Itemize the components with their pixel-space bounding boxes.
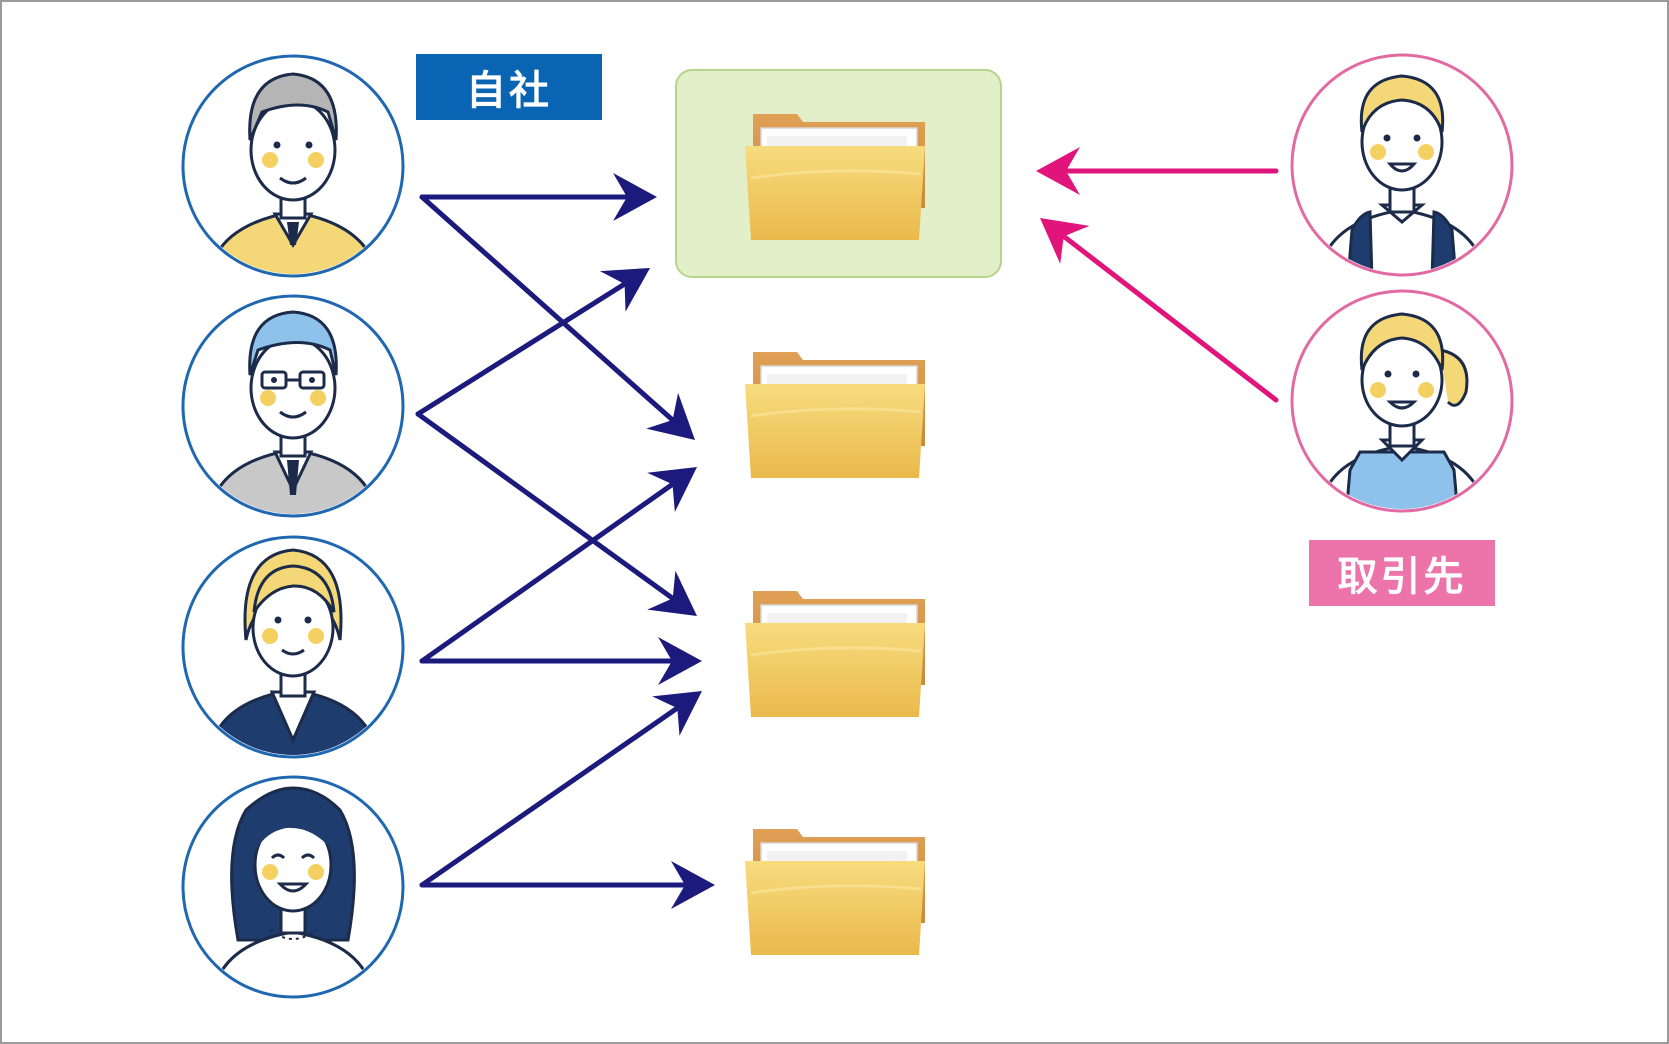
folder-icon <box>745 352 925 478</box>
person-3-avatar <box>181 535 405 759</box>
own-company-label: 自社 <box>416 54 602 120</box>
woman-long-dark-hair-white-top-icon <box>210 786 376 995</box>
partner-1-avatar <box>1290 53 1514 277</box>
arrow-person-4-to-folder-4 <box>419 861 715 909</box>
older-man-yellow-suit-icon <box>206 72 380 274</box>
person-4-avatar <box>181 775 405 999</box>
arrow-person-2-to-folder-1 <box>415 268 650 417</box>
arrow-partner-2-to-folder-1 <box>1040 218 1279 403</box>
folder-icon <box>745 591 925 717</box>
person-2-avatar <box>181 294 405 518</box>
arrow-person-3-to-folder-2 <box>419 467 697 664</box>
arrow-person-3-to-folder-3 <box>419 637 702 685</box>
man-glasses-gray-suit-icon <box>206 310 380 514</box>
arrow-group <box>415 147 1279 909</box>
arrow-partner-1-to-folder-1 <box>1036 147 1279 195</box>
partner-2-avatar <box>1290 289 1514 513</box>
arrow-person-2-to-folder-3 <box>415 411 697 616</box>
partner-label: 取引先 <box>1309 540 1495 606</box>
arrow-person-1-to-folder-2 <box>419 194 695 440</box>
folder-icon <box>745 829 925 955</box>
arrow-person-1-to-folder-1 <box>419 173 657 221</box>
person-1-avatar <box>181 54 405 278</box>
folder-icon <box>745 114 925 240</box>
woman-ponytail-blue-apron-icon <box>1316 312 1488 509</box>
man-waiter-apron-icon <box>1316 74 1488 273</box>
arrow-person-4-to-folder-3 <box>419 691 702 888</box>
folder-group <box>745 114 925 955</box>
